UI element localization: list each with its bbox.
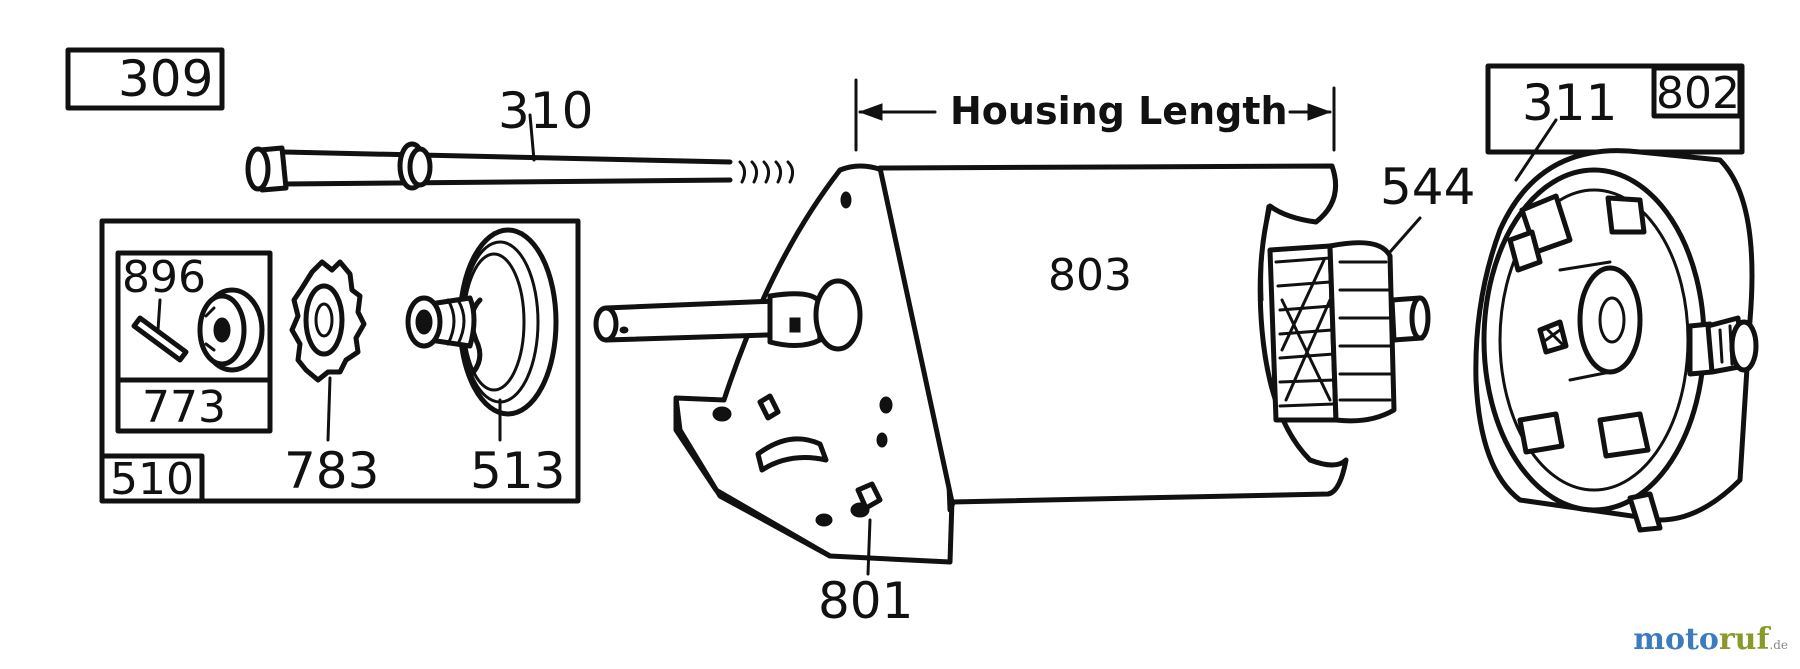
part-803-housing: 803 [877,163,1349,505]
label-783: 783 [284,442,379,500]
label-309: 309 [118,50,213,108]
label-802: 802 [1656,68,1740,119]
commutator-windings [1267,243,1339,423]
label-773: 773 [142,382,226,433]
label-801: 801 [818,572,913,630]
leader-310 [528,113,536,162]
label-803: 803 [1048,250,1132,301]
part-773-nut [197,287,265,373]
part-783-gear [289,259,367,442]
label-896: 896 [122,252,206,303]
watermark-logo: motoruf.de [1633,622,1788,657]
part-544-commutator: 544 [1327,158,1475,424]
box-510: 510 773 896 783 [99,218,581,505]
label-311: 311 [1522,74,1617,132]
box-309: 309 [65,47,225,111]
label-544: 544 [1380,158,1475,216]
label-310: 310 [498,82,593,140]
part-802-endcap: 802 311 [1473,63,1759,533]
label-housing-length: Housing Length [950,89,1288,133]
label-513: 513 [470,442,565,500]
label-510: 510 [110,454,194,505]
part-513-drive [405,227,559,442]
part-310-bolt: 310 [245,82,795,193]
dimension-housing-length: Housing Length [854,78,1336,152]
part-896-pin [131,298,189,363]
